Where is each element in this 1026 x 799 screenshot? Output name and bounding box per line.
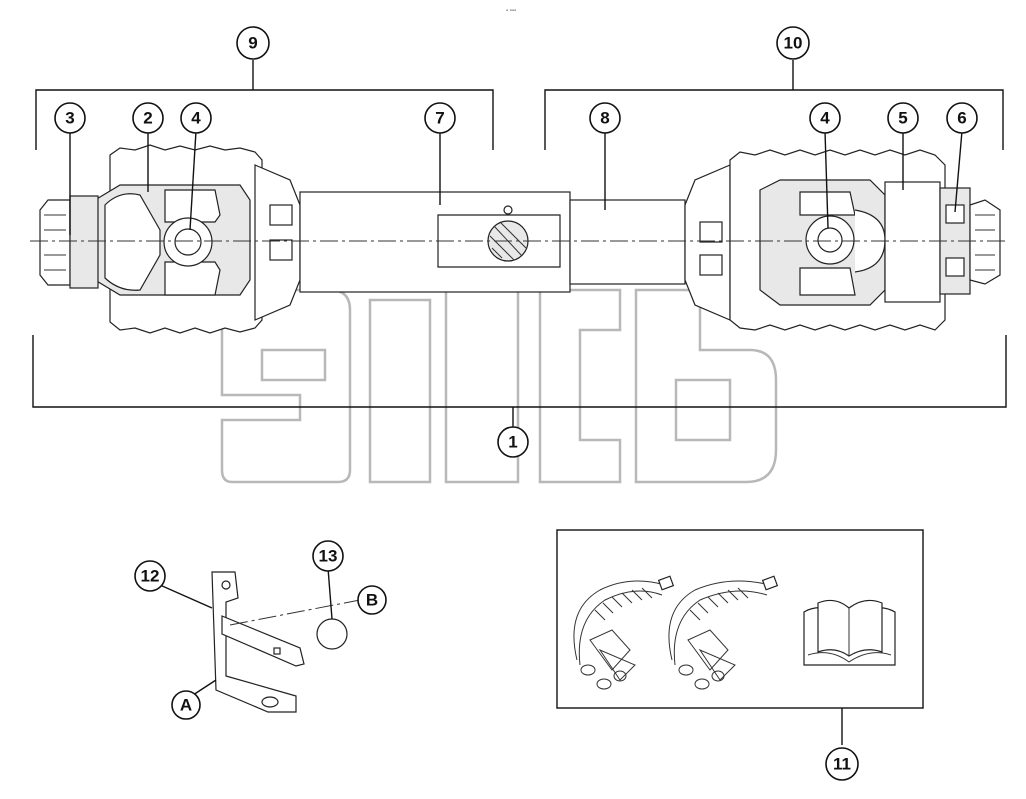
callout-7-label: 7 bbox=[435, 109, 444, 128]
callout-13: 13 bbox=[312, 540, 344, 572]
callout-4-left-label: 4 bbox=[191, 109, 201, 128]
bracket-10 bbox=[544, 60, 1004, 150]
callout-8: 8 bbox=[589, 102, 621, 134]
callout-a-label: A bbox=[180, 696, 192, 715]
callout-5: 5 bbox=[887, 102, 919, 134]
callout-1: 1 bbox=[497, 426, 529, 458]
callout-5-label: 5 bbox=[898, 109, 907, 128]
callout-10-label: 10 bbox=[784, 34, 803, 53]
callout-2-label: 2 bbox=[143, 109, 152, 128]
callout-b: B bbox=[357, 585, 387, 615]
header-mark: ▪ ▪▪▪ bbox=[506, 8, 516, 14]
callout-10: 10 bbox=[776, 26, 810, 60]
callout-2: 2 bbox=[132, 102, 164, 134]
callout-9: 9 bbox=[236, 26, 270, 60]
callout-3-label: 3 bbox=[65, 109, 74, 128]
callout-12: 12 bbox=[134, 560, 166, 592]
bracket-1 bbox=[32, 335, 1007, 428]
callout-6-label: 6 bbox=[957, 109, 966, 128]
callout-b-label: B bbox=[366, 591, 378, 610]
callout-1-label: 1 bbox=[508, 433, 517, 452]
bracket-9 bbox=[35, 60, 494, 150]
watermark-logo: TM bbox=[220, 283, 778, 484]
callout-13-label: 13 bbox=[319, 547, 338, 566]
open-book-icon bbox=[803, 599, 896, 666]
safety-chain-icon bbox=[573, 575, 675, 690]
support-bracket-assembly bbox=[159, 567, 361, 713]
callout-4-right: 4 bbox=[809, 102, 841, 134]
callout-8-label: 8 bbox=[600, 109, 609, 128]
accessories-box bbox=[556, 529, 924, 745]
callout-12-label: 12 bbox=[141, 567, 160, 586]
callout-4-right-label: 4 bbox=[820, 109, 830, 128]
callout-9-label: 9 bbox=[248, 34, 257, 53]
callout-4-left: 4 bbox=[180, 102, 212, 134]
safety-chain-icon-2 bbox=[668, 575, 779, 690]
callout-6: 6 bbox=[946, 102, 978, 134]
callout-11-label: 11 bbox=[833, 755, 851, 774]
leader-lines bbox=[69, 130, 963, 235]
callout-7: 7 bbox=[424, 102, 456, 134]
callout-11: 11 bbox=[825, 747, 859, 781]
driveline-shaft bbox=[30, 144, 1006, 334]
callout-3: 3 bbox=[54, 102, 86, 134]
callout-a: A bbox=[171, 690, 201, 720]
